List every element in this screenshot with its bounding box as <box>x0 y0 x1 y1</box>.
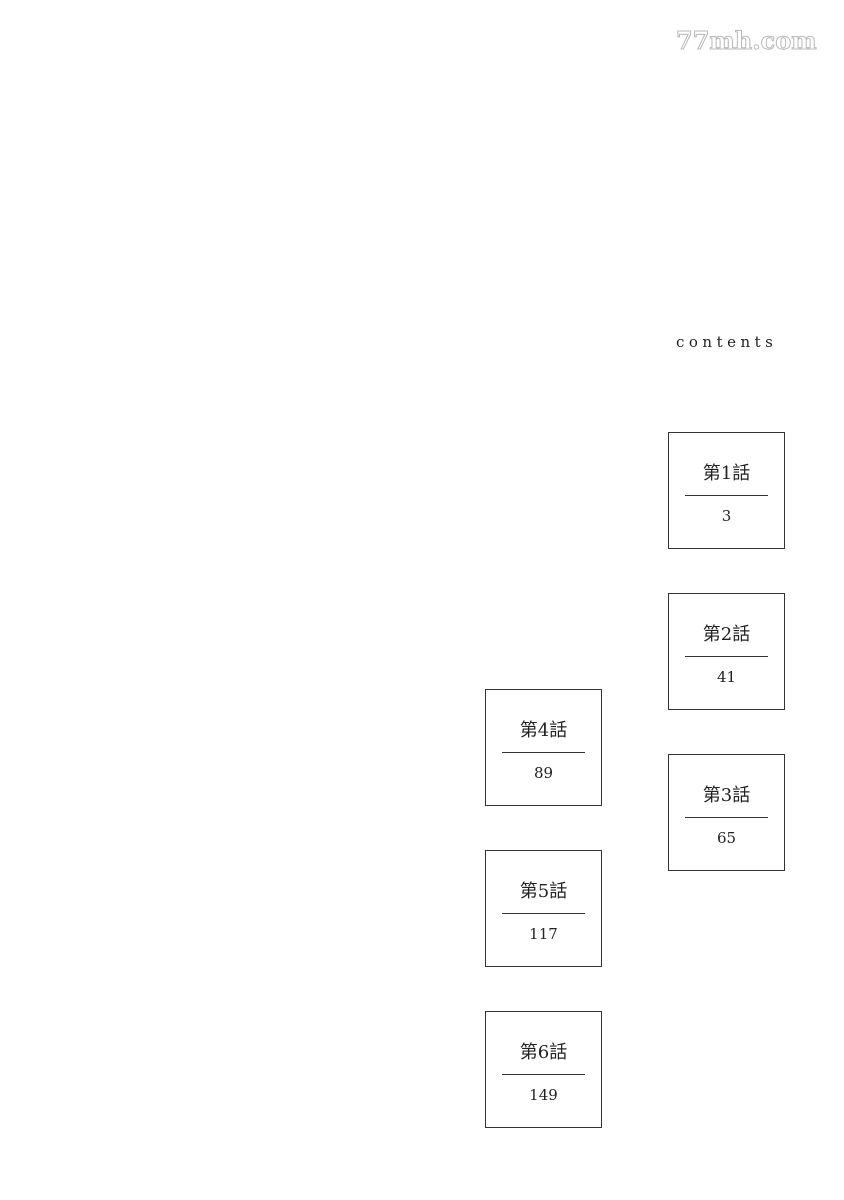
chapter-title: 第5話 <box>519 881 568 902</box>
chapter-page: 3 <box>721 507 732 525</box>
chapter-box-5[interactable]: 第5話 117 <box>485 850 602 967</box>
chapter-title: 第6話 <box>519 1042 568 1063</box>
divider <box>502 913 585 914</box>
chapter-page: 149 <box>529 1086 558 1104</box>
chapter-box-3[interactable]: 第3話 65 <box>668 754 785 871</box>
divider <box>685 495 768 496</box>
contents-heading: contents <box>676 333 778 351</box>
chapter-page: 117 <box>529 925 558 943</box>
chapter-title: 第2話 <box>702 624 751 645</box>
chapter-box-6[interactable]: 第6話 149 <box>485 1011 602 1128</box>
chapter-title: 第1話 <box>702 463 751 484</box>
chapter-box-2[interactable]: 第2話 41 <box>668 593 785 710</box>
chapter-page: 89 <box>533 764 554 782</box>
chapter-box-1[interactable]: 第1話 3 <box>668 432 785 549</box>
chapter-title: 第3話 <box>702 785 751 806</box>
divider <box>502 752 585 753</box>
divider <box>685 817 768 818</box>
chapter-title: 第4話 <box>519 720 568 741</box>
divider <box>685 656 768 657</box>
divider <box>502 1074 585 1075</box>
chapter-box-4[interactable]: 第4話 89 <box>485 689 602 806</box>
watermark: 77mh.com <box>676 26 818 56</box>
chapter-page: 41 <box>716 668 737 686</box>
chapter-page: 65 <box>716 829 737 847</box>
